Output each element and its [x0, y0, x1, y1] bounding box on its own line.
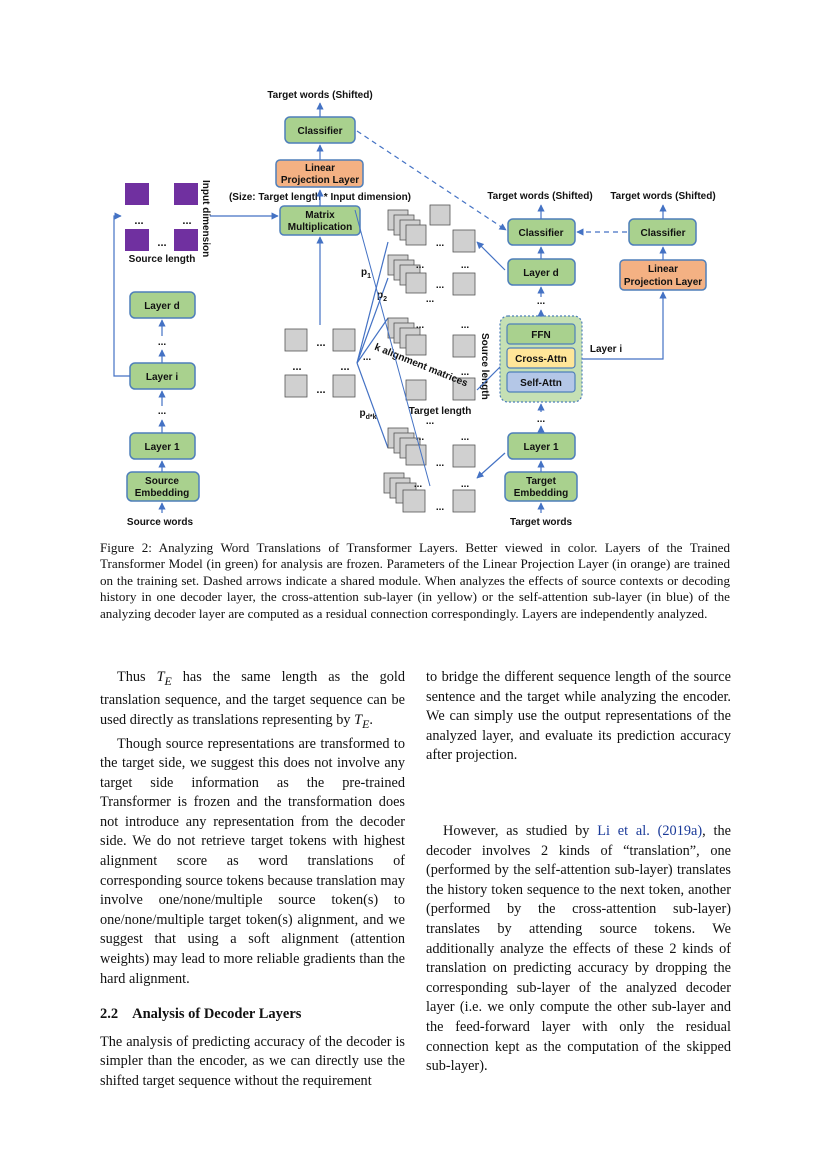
svg-text:...: ... [134, 215, 143, 227]
svg-text:Self-Attn: Self-Attn [520, 378, 562, 389]
p2-label: p2 [377, 290, 387, 303]
svg-text:...: ... [182, 215, 191, 227]
svg-text:...: ... [316, 384, 325, 396]
svg-text:...: ... [461, 432, 470, 443]
svg-text:Target: Target [526, 476, 556, 487]
alignment-weighted-matrix: ... ... ... ... [284, 328, 356, 398]
input-dimension-label: Input dimension [200, 180, 211, 257]
svg-text:...: ... [157, 237, 166, 249]
svg-text:...: ... [436, 280, 445, 291]
svg-text:Embedding: Embedding [135, 488, 189, 499]
svg-text:Source: Source [145, 476, 179, 487]
source-embedding-box [126, 471, 200, 502]
svg-text:...: ... [340, 361, 349, 373]
svg-text:Embedding: Embedding [514, 488, 568, 499]
linear-projection-top-label-1: Linear [305, 163, 335, 174]
alignment-stack-5: ... ... ... [383, 472, 476, 513]
svg-text:...: ... [436, 238, 445, 249]
classifier-top-label: Classifier [297, 126, 342, 137]
svg-text:Layer i: Layer i [146, 372, 178, 383]
paragraph-two-translations: However, as studied by Li et al. (2019a)… [426, 822, 731, 1075]
svg-text:Classifier: Classifier [640, 228, 685, 239]
svg-text:Layer 1: Layer 1 [523, 442, 558, 453]
alignment-stack-3: ... ... ... [387, 317, 476, 401]
cross-attn-box [506, 347, 576, 369]
svg-text:...: ... [158, 337, 167, 348]
pdk-label: pd*k [359, 408, 376, 421]
svg-text:...: ... [426, 294, 435, 305]
self-attn-box [506, 371, 576, 393]
target-words-label: Target words [510, 517, 572, 528]
target-words-top-label: Target words (Shifted) [267, 90, 372, 101]
p1-label: p1 [361, 267, 371, 280]
matrix-mult-label-1: Matrix [305, 210, 335, 221]
encoder-layer-d-box [129, 291, 196, 319]
shared-module-dashed-arrow-1 [356, 130, 507, 231]
svg-text:Linear: Linear [648, 264, 678, 275]
svg-text:...: ... [461, 320, 470, 331]
svg-text:...: ... [426, 416, 435, 427]
alignment-stack-4: ... ... ... [387, 427, 476, 469]
svg-text:Cross-Attn: Cross-Attn [515, 354, 567, 365]
svg-text:...: ... [363, 352, 372, 363]
svg-text:...: ... [416, 432, 425, 443]
svg-text:...: ... [416, 320, 425, 331]
svg-text:Classifier: Classifier [518, 228, 563, 239]
svg-text:...: ... [461, 367, 470, 378]
matrix-mult-label-2: Multiplication [288, 222, 352, 233]
ffn-box [506, 323, 576, 345]
right-column: to bridge the different sequence length … [426, 668, 731, 1077]
paragraph-source-representations: Though source representations are transf… [100, 735, 405, 987]
target-words-right-label: Target words (Shifted) [610, 191, 715, 202]
paragraph-decoder-analysis: The analysis of predicting accuracy of t… [100, 1033, 405, 1089]
figure-caption: Figure 2: Analyzing Word Translations of… [100, 540, 730, 621]
svg-text:...: ... [436, 458, 445, 469]
svg-text:Layer d: Layer d [144, 301, 180, 312]
target-length-label: Target length [409, 406, 472, 417]
svg-text:...: ... [414, 479, 423, 490]
alignment-stack-2: ... ... ... ... [387, 254, 476, 305]
svg-text:...: ... [436, 502, 445, 513]
paragraph-te-length: Thus TE has the same length as the gold … [100, 669, 405, 731]
source-length-side-label: Source length [479, 333, 490, 400]
citation-link[interactable]: Li et al. (2019a) [597, 822, 703, 839]
svg-text:...: ... [461, 260, 470, 271]
svg-text:FFN: FFN [531, 330, 550, 341]
source-words-label: Source words [127, 517, 194, 528]
svg-text:Layer 1: Layer 1 [144, 442, 179, 453]
alignment-stack-1: ... [387, 204, 476, 253]
svg-text:...: ... [158, 406, 167, 417]
svg-text:...: ... [416, 260, 425, 271]
svg-text:Projection Layer: Projection Layer [624, 277, 702, 288]
left-column: Thus TE has the same length as the gold … [100, 668, 405, 1092]
layer-i-side-label: Layer i [590, 344, 622, 355]
source-length-label: Source length [129, 254, 196, 265]
svg-text:...: ... [537, 414, 546, 425]
linear-projection-top-label-2: Projection Layer [281, 175, 359, 186]
transformer-analysis-figure: Target words (Shifted) Classifier Linear… [113, 90, 716, 528]
svg-text:...: ... [461, 479, 470, 490]
svg-text:...: ... [292, 361, 301, 373]
paragraph-bridge-length: to bridge the different sequence length … [426, 669, 731, 764]
source-matrix: ... ... ... [125, 183, 198, 251]
svg-text:...: ... [316, 337, 325, 349]
target-words-mid-label: Target words (Shifted) [487, 191, 592, 202]
svg-text:Layer d: Layer d [523, 268, 559, 279]
svg-text:...: ... [537, 296, 546, 307]
